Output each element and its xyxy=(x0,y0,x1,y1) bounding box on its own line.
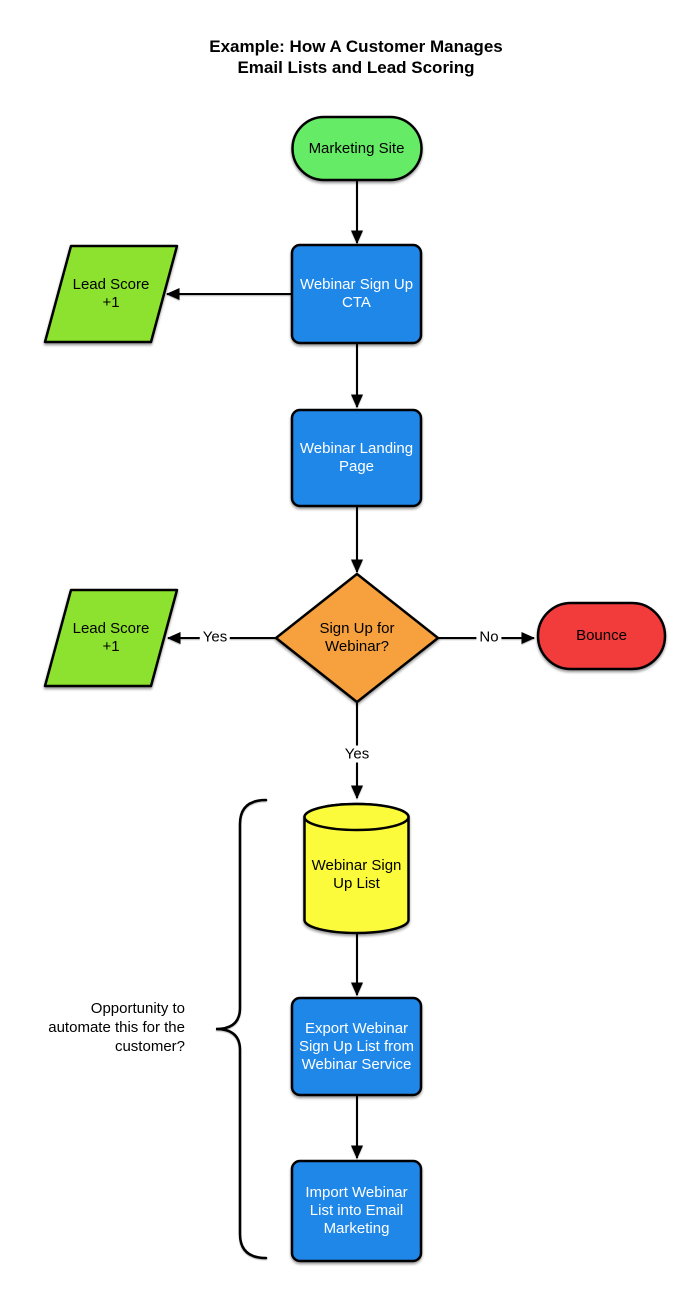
import-webinar-list-label: Import Webinar List into Email Marketing xyxy=(305,1184,408,1237)
webinar-signup-cta-label: Webinar Sign Up CTA xyxy=(299,276,414,311)
webinar-signup-list-label: Webinar Sign Up List xyxy=(311,857,402,892)
edge-label-yes-down: Yes xyxy=(341,745,373,763)
edge-label-no-right: No xyxy=(476,628,502,646)
marketing-site-shape xyxy=(291,115,423,182)
lead-score-webinar-shape xyxy=(43,588,179,688)
marketing-site-label: Marketing Site xyxy=(308,139,405,157)
bounce-shape xyxy=(536,601,667,671)
edge-label-yes-left: Yes xyxy=(199,628,231,646)
webinar-landing-page-shape xyxy=(290,408,423,508)
export-webinar-list-shape xyxy=(290,996,423,1097)
signup-for-webinar-shape xyxy=(274,572,440,704)
diagram-title: Example: How A Customer Manages Email Li… xyxy=(209,37,503,77)
webinar-signup-cta-shape xyxy=(290,243,423,345)
webinar-landing-page-label: Webinar Landing Page xyxy=(299,440,414,475)
import-webinar-list-shape xyxy=(290,1159,423,1263)
signup-for-webinar-label: Sign Up for Webinar? xyxy=(319,620,395,655)
curly-brace xyxy=(215,798,268,1260)
lead-score-cta-shape xyxy=(43,244,179,344)
bounce-label: Bounce xyxy=(576,627,627,644)
lead-score-webinar-label: Lead Score +1 xyxy=(72,620,150,655)
lead-score-cta-label: Lead Score +1 xyxy=(72,276,150,311)
automation-note: Opportunity to automate this for the cus… xyxy=(48,1000,185,1055)
webinar-signup-list-top xyxy=(303,802,410,832)
export-webinar-list-label: Export Webinar Sign Up List from Webinar… xyxy=(298,1019,415,1073)
